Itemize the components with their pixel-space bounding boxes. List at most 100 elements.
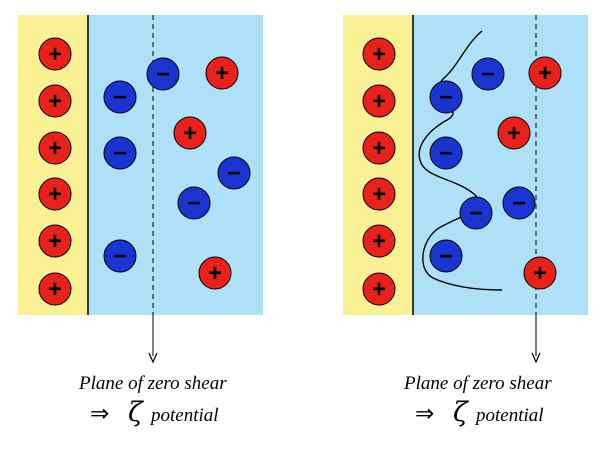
right-positive-ion-3: + — [362, 131, 396, 165]
minus-sign-icon: − — [156, 61, 170, 88]
right-caption-potential: potential — [474, 405, 544, 426]
positive-ion-circle — [362, 272, 396, 306]
plus-sign-icon: + — [208, 260, 222, 287]
right-negative-ion-2: − — [471, 57, 505, 91]
plus-sign-icon: + — [533, 260, 547, 287]
negative-ion-circle — [103, 80, 137, 114]
right-implies-arrow-icon: ⇒ — [415, 401, 434, 427]
right-positive-ion-9: + — [523, 256, 557, 290]
right-negative-ion-4: − — [502, 186, 536, 220]
right-arrow-head — [531, 352, 541, 364]
positive-ion-circle — [38, 177, 72, 211]
plus-sign-icon: + — [372, 88, 386, 115]
left-negative-ion-1: − — [103, 80, 137, 114]
minus-sign-icon: − — [481, 61, 495, 88]
plus-sign-icon: + — [48, 276, 62, 303]
plus-sign-icon: + — [48, 135, 62, 162]
plus-sign-icon: + — [372, 228, 386, 255]
positive-ion-circle — [38, 272, 72, 306]
minus-sign-icon: − — [439, 84, 453, 111]
plus-sign-icon: + — [507, 120, 521, 147]
left-positive-ion-3: + — [38, 131, 72, 165]
right-zeta-symbol: ζ — [453, 397, 469, 428]
plus-sign-icon: + — [372, 181, 386, 208]
left-positive-ion-9: + — [198, 256, 232, 290]
negative-ion-circle — [502, 186, 536, 220]
minus-sign-icon: − — [113, 243, 127, 270]
left-positive-ion-1: + — [38, 37, 72, 71]
minus-sign-icon: − — [439, 243, 453, 270]
positive-ion-circle — [362, 177, 396, 211]
left-negative-ion-6: − — [103, 239, 137, 273]
negative-ion-circle — [217, 156, 251, 190]
negative-ion-circle — [429, 136, 463, 170]
plus-sign-icon: + — [48, 228, 62, 255]
minus-sign-icon: − — [187, 190, 201, 217]
plus-sign-icon: + — [48, 41, 62, 68]
minus-sign-icon: − — [439, 140, 453, 167]
negative-ion-circle — [429, 239, 463, 273]
positive-ion-circle — [362, 84, 396, 118]
left-positive-ion-6: + — [38, 272, 72, 306]
left-arrow-head — [148, 352, 158, 364]
negative-ion-circle — [103, 239, 137, 273]
left-negative-ion-3: − — [103, 136, 137, 170]
minus-sign-icon: − — [113, 84, 127, 111]
plus-sign-icon: + — [372, 276, 386, 303]
negative-ion-circle — [103, 136, 137, 170]
left-positive-ion-4: + — [38, 177, 72, 211]
plus-sign-icon: + — [48, 181, 62, 208]
left-positive-ion-8: + — [173, 116, 207, 150]
positive-ion-circle — [38, 131, 72, 165]
plus-sign-icon: + — [372, 41, 386, 68]
positive-ion-circle — [198, 256, 232, 290]
right-negative-ion-6: − — [429, 239, 463, 273]
positive-ion-circle — [362, 37, 396, 71]
plus-sign-icon: + — [372, 135, 386, 162]
right-positive-ion-6: + — [362, 272, 396, 306]
plus-sign-icon: + — [48, 88, 62, 115]
right-negative-ion-5: − — [459, 196, 493, 230]
positive-ion-circle — [38, 84, 72, 118]
left-positive-ion-2: + — [38, 84, 72, 118]
right-caption-plane-of-zero-shear: Plane of zero shear — [403, 373, 552, 394]
minus-sign-icon: − — [469, 200, 483, 227]
positive-ion-circle — [523, 256, 557, 290]
plus-sign-icon: + — [183, 120, 197, 147]
positive-ion-circle — [38, 37, 72, 71]
plus-sign-icon: + — [215, 60, 229, 87]
right-positive-ion-7: + — [528, 56, 562, 90]
left-positive-ion-7: + — [205, 56, 239, 90]
right-negative-ion-1: − — [429, 80, 463, 114]
right-positive-ion-2: + — [362, 84, 396, 118]
left-negative-ion-4: − — [217, 156, 251, 190]
left-zeta-symbol: ζ — [128, 397, 144, 428]
positive-ion-circle — [362, 131, 396, 165]
negative-ion-circle — [459, 196, 493, 230]
negative-ion-circle — [146, 57, 180, 91]
positive-ion-circle — [497, 116, 531, 150]
positive-ion-circle — [38, 224, 72, 258]
left-negative-ion-2: − — [146, 57, 180, 91]
right-positive-ion-5: + — [362, 224, 396, 258]
right-positive-ion-1: + — [362, 37, 396, 71]
left-negative-ion-5: − — [177, 186, 211, 220]
negative-ion-circle — [429, 80, 463, 114]
minus-sign-icon: − — [113, 140, 127, 167]
left-positive-ion-5: + — [38, 224, 72, 258]
plus-sign-icon: + — [538, 60, 552, 87]
left-caption-potential: potential — [149, 405, 219, 426]
positive-ion-circle — [362, 224, 396, 258]
positive-ion-circle — [205, 56, 239, 90]
positive-ion-circle — [173, 116, 207, 150]
negative-ion-circle — [471, 57, 505, 91]
left-caption-plane-of-zero-shear: Plane of zero shear — [78, 373, 227, 394]
right-positive-ion-8: + — [497, 116, 531, 150]
negative-ion-circle — [177, 186, 211, 220]
positive-ion-circle — [528, 56, 562, 90]
minus-sign-icon: − — [227, 160, 241, 187]
minus-sign-icon: − — [512, 190, 526, 217]
